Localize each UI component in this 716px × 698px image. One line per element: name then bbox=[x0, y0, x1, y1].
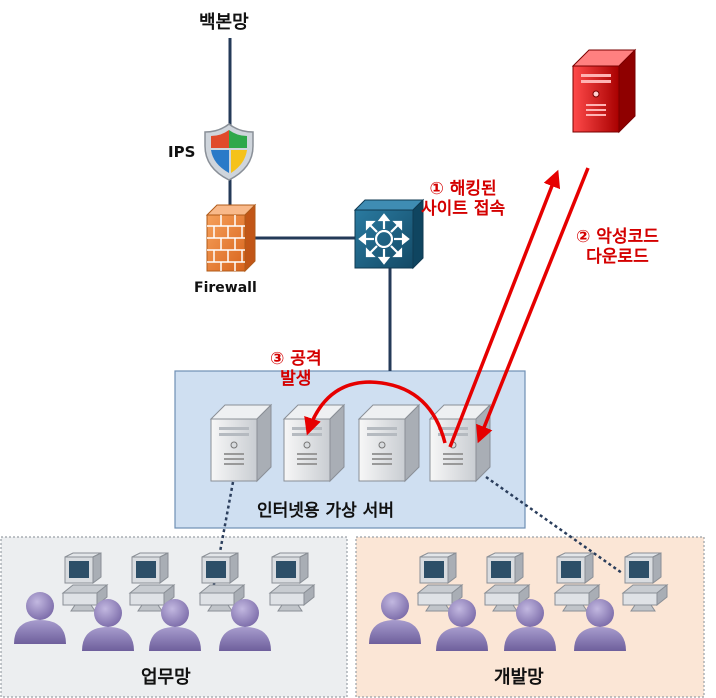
dev-network-label: 개발망 bbox=[494, 667, 544, 688]
virtual-servers-label: 인터넷용 가상 서버 bbox=[257, 501, 394, 521]
business-network-label: 업무망 bbox=[141, 667, 191, 688]
server-dev-link bbox=[485, 475, 623, 575]
arrow-malware-download bbox=[476, 167, 590, 444]
firewall-icon bbox=[205, 203, 257, 273]
server-icon bbox=[358, 404, 420, 482]
arrow-hacked-site-access bbox=[448, 169, 561, 448]
switch-icon bbox=[353, 198, 425, 270]
malicious-server-icon bbox=[571, 48, 637, 134]
step3-label: ③ 공격 발생 bbox=[270, 349, 322, 389]
arrow-attack bbox=[304, 380, 447, 444]
server-icon bbox=[429, 404, 491, 482]
ips-label: IPS bbox=[168, 143, 196, 161]
server-icon bbox=[210, 404, 272, 482]
step2-label: ② 악성코드 다운로드 bbox=[576, 227, 659, 267]
server-business-link bbox=[210, 481, 235, 596]
firewall-label: Firewall bbox=[194, 280, 257, 296]
step1-label: ① 해킹된 사이트 접속 bbox=[421, 179, 506, 219]
backbone-label: 백본망 bbox=[199, 12, 249, 33]
shield-icon bbox=[204, 123, 254, 181]
